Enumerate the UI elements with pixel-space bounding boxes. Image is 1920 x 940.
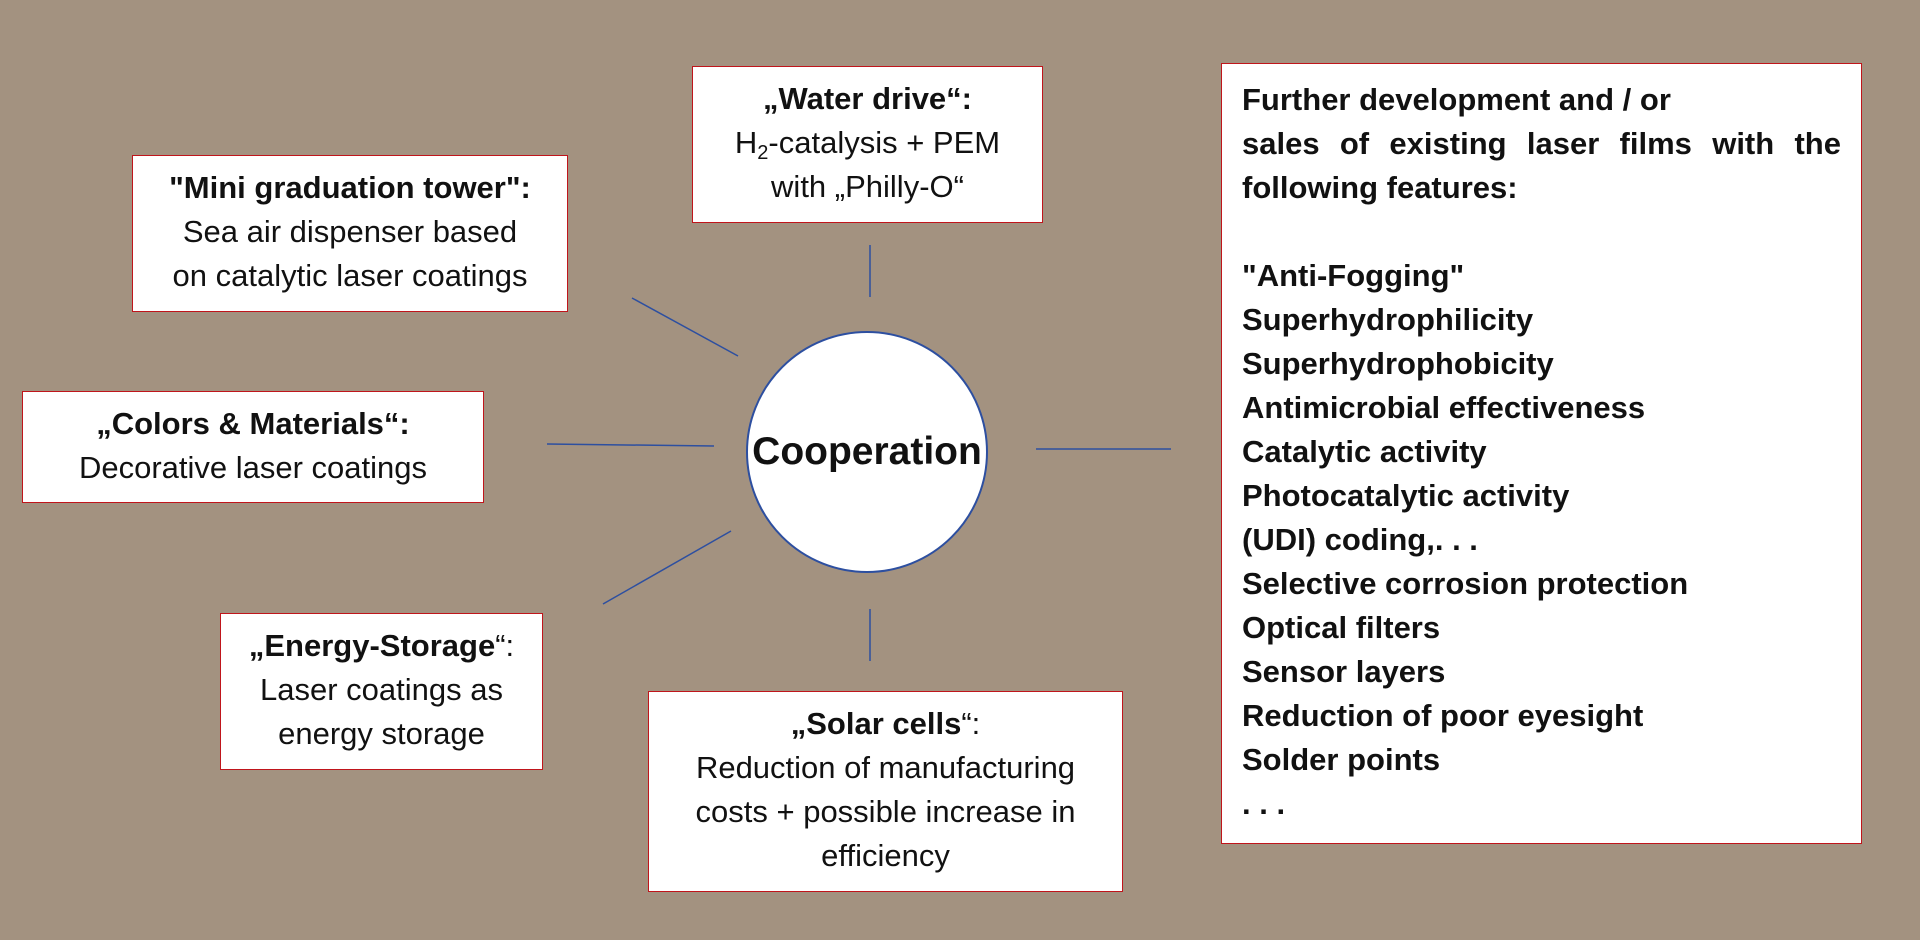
feature-item: Antimicrobial effectiveness	[1242, 390, 1646, 425]
water-drive-title: „Water drive“:	[762, 81, 972, 116]
colors-materials-title: „Colors & Materials“:	[96, 406, 410, 441]
solar-cells-line-3: efficiency	[821, 838, 950, 873]
connector-left	[546, 443, 715, 447]
energy-storage-title-line: „Energy-Storage“:	[248, 628, 515, 663]
colors-materials-box: „Colors & Materials“: Decorative laser c…	[22, 391, 484, 503]
feature-item: Optical filters	[1242, 610, 1441, 645]
energy-storage-line-1: Laser coatings as	[260, 672, 503, 707]
mini-tower-title: "Mini graduation tower":	[169, 170, 531, 205]
solar-cells-box: „Solar cells“: Reduction of manufacturin…	[648, 691, 1123, 892]
feature-item: Sensor layers	[1242, 654, 1446, 689]
water-drive-line-1: H2-catalysis + PEM	[734, 125, 1001, 164]
energy-storage-line-2: energy storage	[278, 716, 485, 751]
features-intro-2: sales of existing laser films with the	[1242, 126, 1841, 161]
feature-item: Superhydrophobicity	[1242, 346, 1554, 381]
feature-item: Solder points	[1242, 742, 1441, 777]
features-box: Further development and / or sales of ex…	[1221, 63, 1862, 844]
water-drive-line-2: with „Philly-O“	[771, 169, 964, 204]
feature-item: "Anti-Fogging"	[1242, 258, 1465, 293]
mini-tower-line-1: Sea air dispenser based	[182, 214, 518, 249]
feature-item: Reduction of poor eyesight	[1242, 698, 1644, 733]
colors-materials-line-1: Decorative laser coatings	[78, 450, 428, 485]
connector-upper-left	[631, 297, 739, 357]
cooperation-label: Cooperation	[752, 430, 982, 473]
cooperation-circle: Cooperation	[746, 331, 988, 573]
features-intro-3: following features:	[1242, 170, 1518, 205]
feature-item: (UDI) coding,. . .	[1242, 522, 1478, 557]
feature-item: Selective corrosion protection	[1242, 566, 1689, 601]
feature-item: Superhydrophilicity	[1242, 302, 1534, 337]
solar-cells-title-line: „Solar cells“:	[790, 706, 981, 741]
features-spacer	[1242, 210, 1841, 254]
solar-cells-title: „Solar cells	[790, 706, 962, 741]
connector-lower-left	[602, 530, 732, 605]
features-intro-1: Further development and / or	[1242, 82, 1671, 117]
solar-cells-line-1: Reduction of manufacturing	[695, 750, 1076, 785]
water-drive-box: „Water drive“: H2-catalysis + PEM with „…	[692, 66, 1043, 223]
energy-storage-title: „Energy-Storage	[248, 628, 496, 663]
energy-storage-box: „Energy-Storage“: Laser coatings as ener…	[220, 613, 543, 770]
solar-cells-line-2: costs + possible increase in	[695, 794, 1076, 829]
mini-tower-line-2: on catalytic laser coatings	[172, 258, 528, 293]
feature-item: . . .	[1242, 786, 1286, 821]
mini-graduation-tower-box: "Mini graduation tower": Sea air dispens…	[132, 155, 568, 312]
feature-item: Catalytic activity	[1242, 434, 1487, 469]
feature-item: Photocatalytic activity	[1242, 478, 1570, 513]
